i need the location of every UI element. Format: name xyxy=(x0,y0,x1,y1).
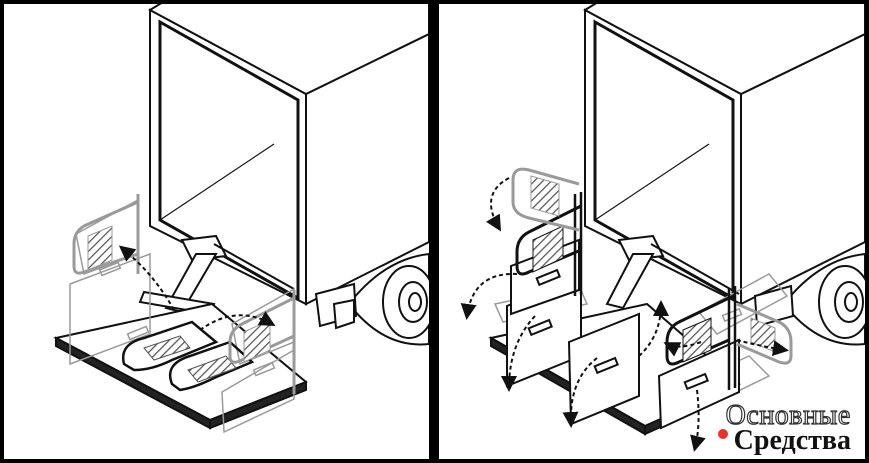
rear-wheel-right xyxy=(782,252,865,346)
ghost-gate-right xyxy=(228,290,296,394)
rear-wheel xyxy=(347,252,429,346)
watermark-logo: Основные Средства xyxy=(717,399,851,456)
panel-folded-lift xyxy=(4,4,429,459)
motion-arrows-right xyxy=(460,177,789,452)
watermark-line-2: Средства xyxy=(733,424,851,456)
truck-body-right xyxy=(582,4,865,306)
motion-arrows xyxy=(118,245,276,331)
gate-right xyxy=(665,286,737,390)
folded-lift-drawing xyxy=(53,4,429,434)
ghost-gate-right xyxy=(736,302,793,365)
deployed-lift-drawing xyxy=(460,4,865,452)
rear-bumper xyxy=(314,282,358,330)
panel-deployed-lift: Основные Средства xyxy=(439,4,865,459)
watermark-line-1: Основные xyxy=(725,399,851,431)
ghost-gate-left-upper xyxy=(511,167,580,232)
truck-body xyxy=(147,4,429,306)
stowed-rails xyxy=(121,320,255,392)
watermark-dot xyxy=(717,429,728,439)
ghost-gate-left xyxy=(72,194,140,275)
lift-arms-right xyxy=(605,234,795,328)
gate-left xyxy=(515,192,583,296)
